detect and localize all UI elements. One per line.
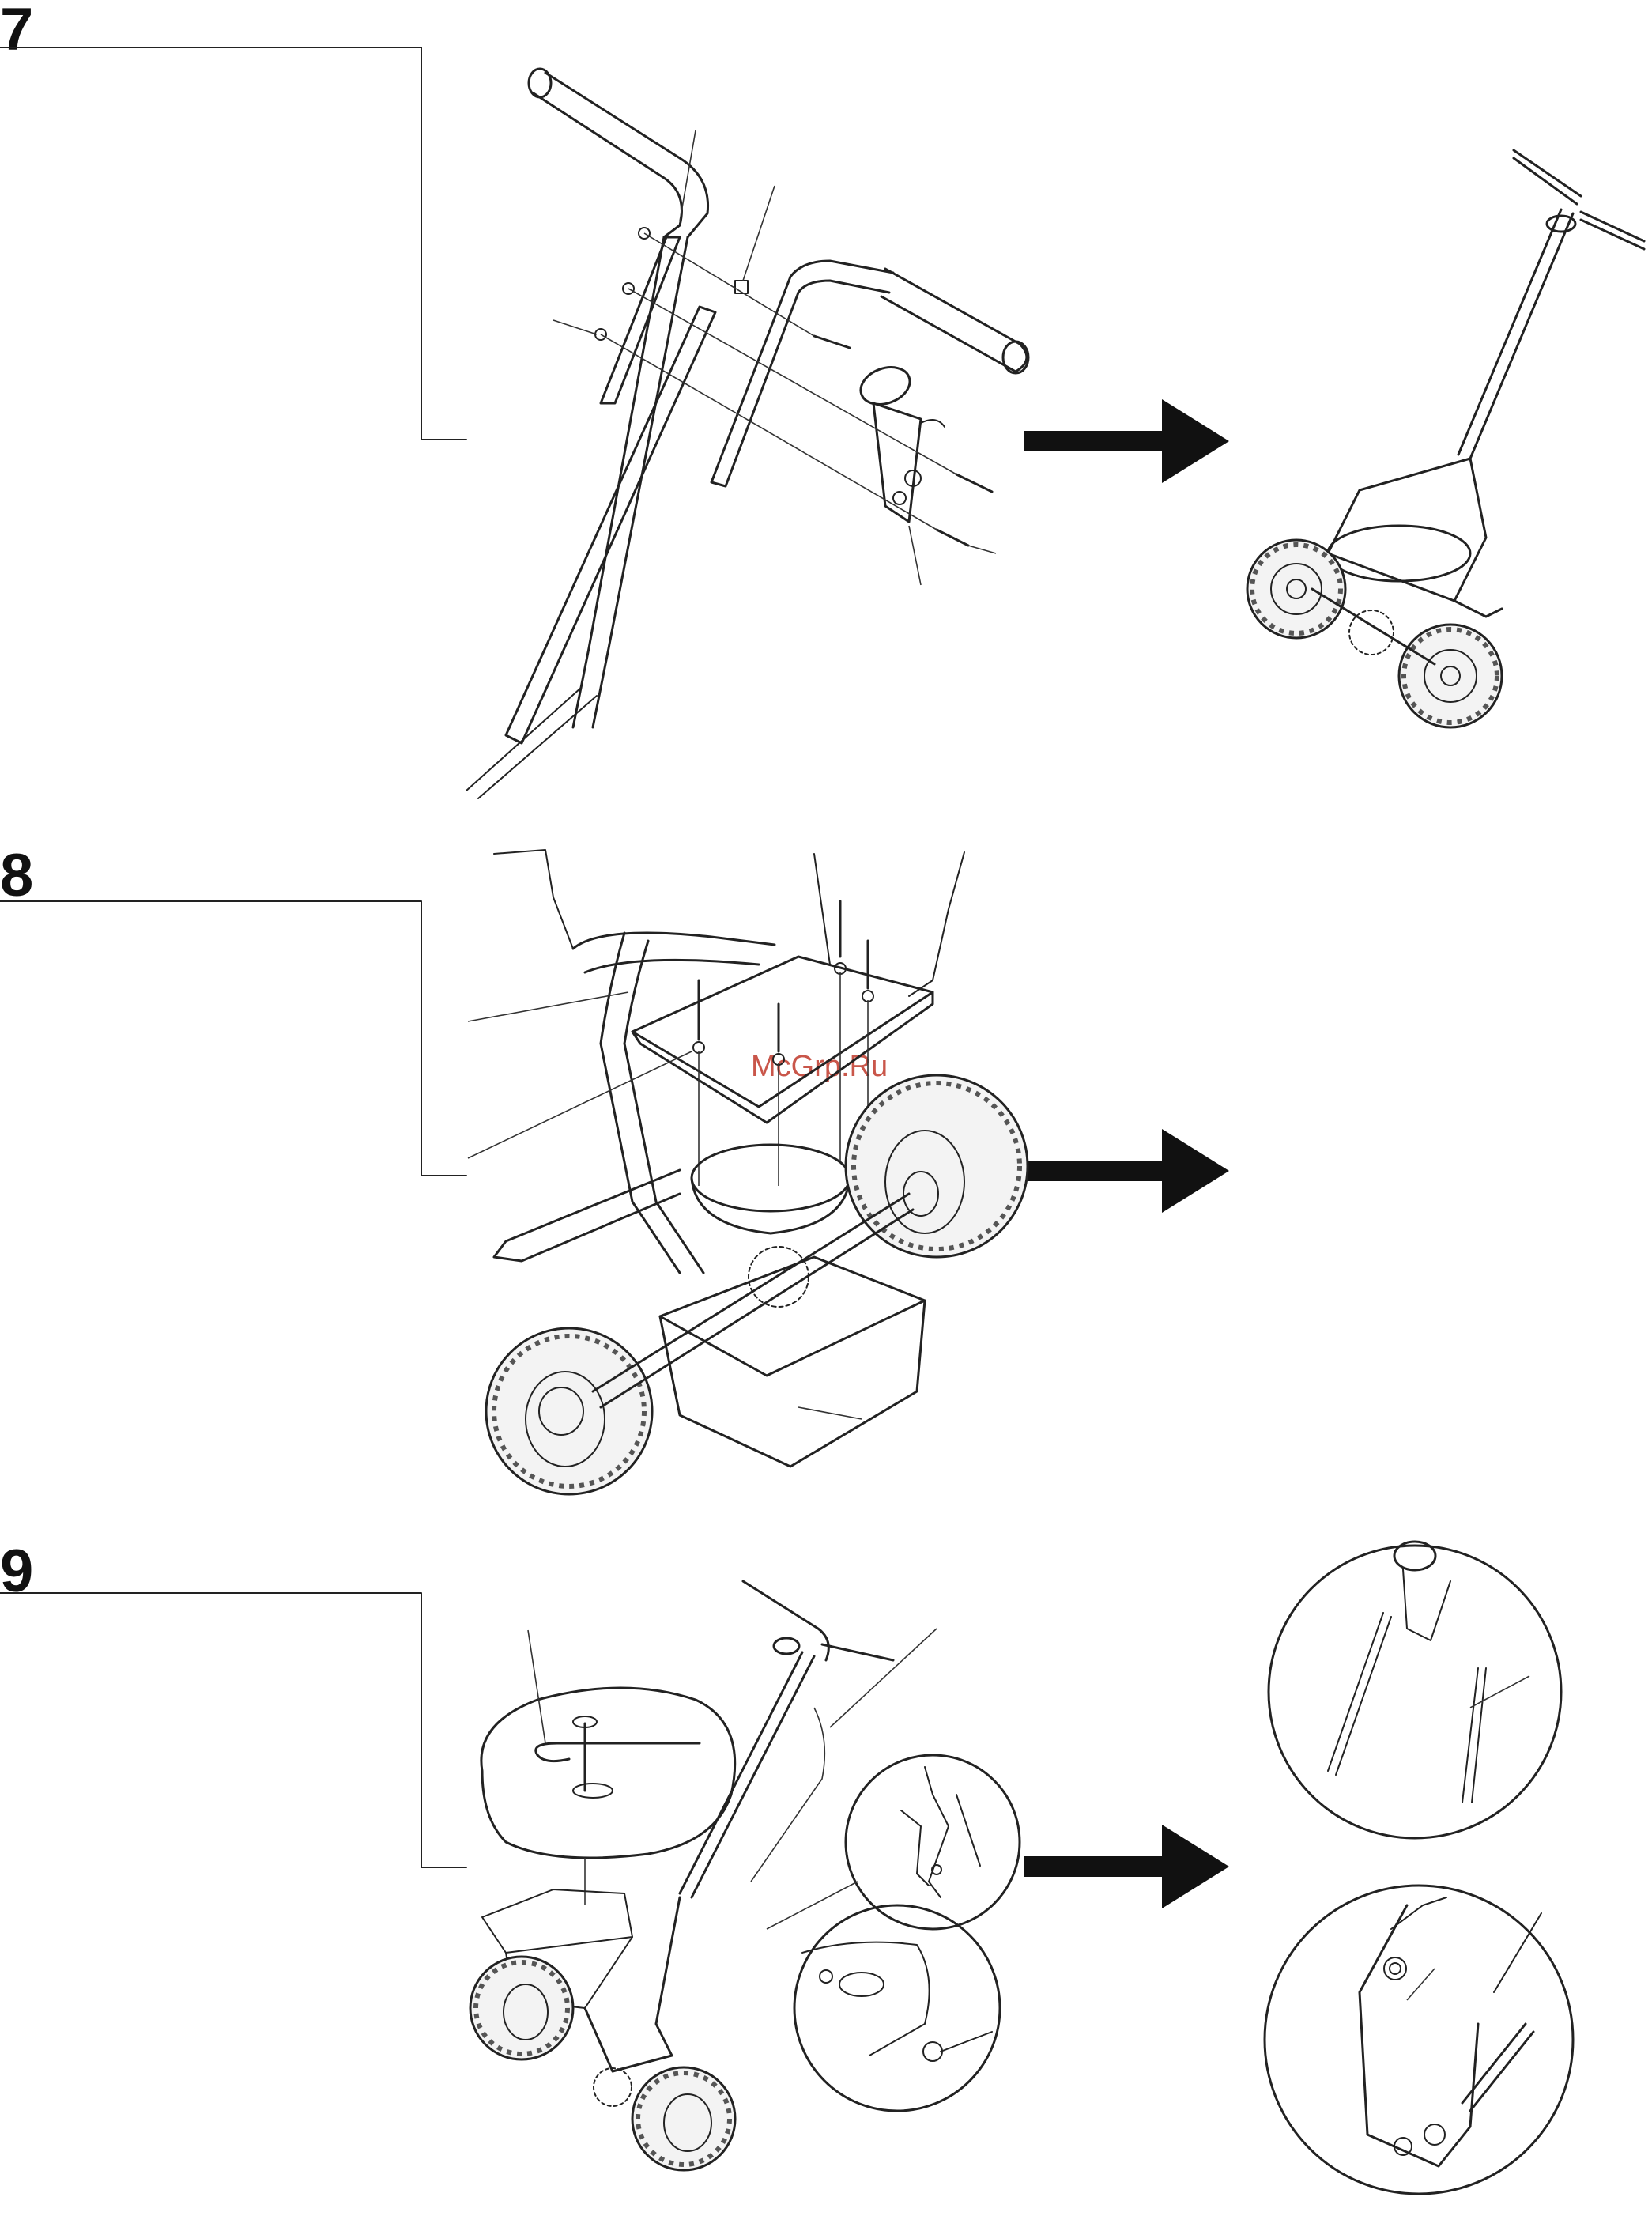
detail-circle-upper-small [846, 1755, 1020, 1929]
right-arrow-icon [1024, 1129, 1229, 1213]
step-8-bracket-line [0, 901, 466, 1176]
step-9-bracket-line [0, 1593, 466, 1867]
step-7-assembled-spreader [1247, 150, 1644, 727]
detail-circle-upper-large [1269, 1546, 1561, 1838]
detail-circle-lower-small [794, 1905, 1000, 2111]
step-7-bracket-line [0, 47, 466, 440]
step-7-exploded-handle [466, 69, 1028, 798]
right-arrow-icon [1024, 399, 1229, 483]
step-9-cable-connection [470, 1542, 1573, 2194]
step-8-frame-mounting [468, 850, 1028, 1494]
right-arrow-icon [1024, 1825, 1229, 1908]
